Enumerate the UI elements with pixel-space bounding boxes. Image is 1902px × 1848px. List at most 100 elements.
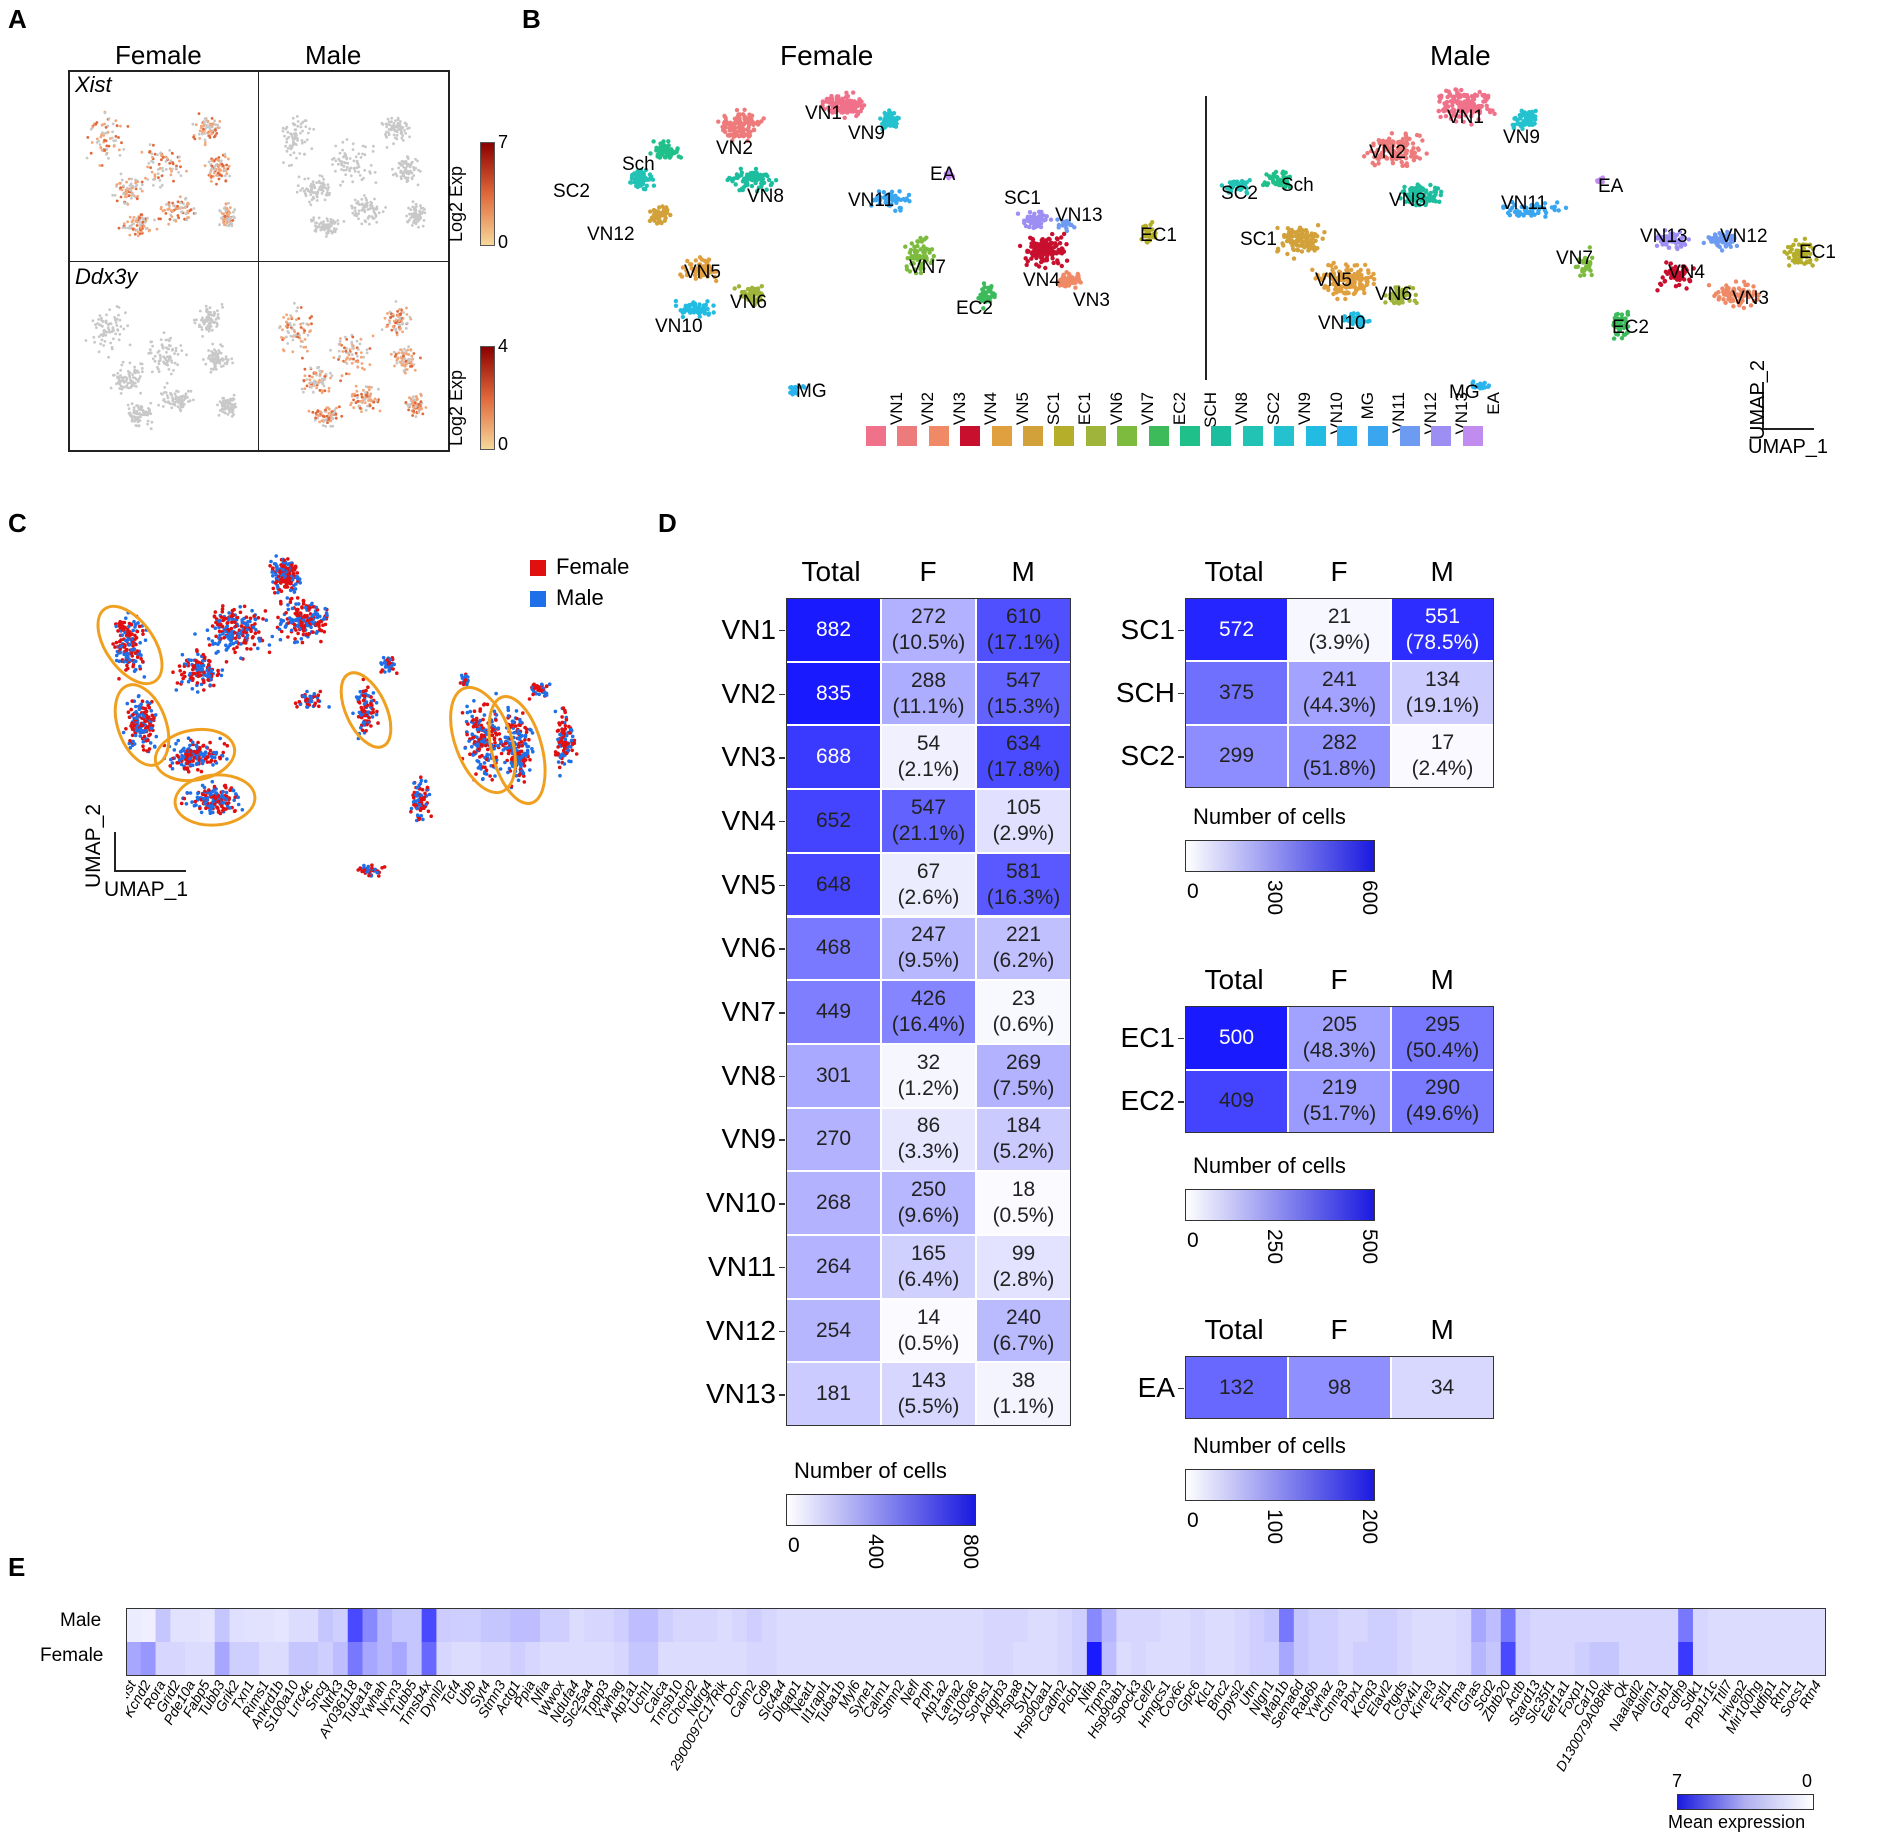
expression-point (133, 365, 136, 369)
expression-point (227, 213, 230, 217)
cluster-point (1791, 251, 1797, 257)
expression-point (232, 393, 236, 397)
expression-point (305, 138, 309, 142)
expression-point (144, 219, 148, 223)
expression-point (103, 111, 107, 115)
expression-point (228, 410, 231, 414)
expression-point (200, 325, 203, 329)
expression-point (112, 329, 115, 332)
expression-point (127, 407, 131, 410)
panel-b-umap (628, 87, 1819, 397)
expression-point (148, 348, 152, 352)
expression-point (367, 388, 371, 392)
expression-point (285, 313, 289, 317)
expression-point (203, 132, 207, 135)
expression-point (332, 356, 336, 359)
cluster-point (833, 103, 838, 108)
expression-point (203, 117, 207, 121)
expression-point (405, 313, 409, 316)
cluster-point (675, 147, 680, 152)
expression-point (324, 186, 328, 190)
expression-point (225, 207, 229, 211)
cluster-point (734, 107, 740, 113)
expression-point (399, 120, 402, 123)
panel-a-scale-1-title: Log2 Exp (446, 165, 466, 242)
expression-point (138, 419, 142, 423)
expression-point (353, 213, 357, 217)
cluster-point (1032, 211, 1037, 216)
cluster-label: MG (796, 381, 827, 402)
expression-point (131, 227, 135, 231)
expression-point (384, 122, 388, 126)
expression-point (225, 172, 229, 175)
cluster-point (643, 167, 649, 173)
cluster-label: VN10 (655, 316, 703, 337)
expression-point (409, 348, 413, 351)
expression-point (403, 160, 407, 164)
expression-point (417, 215, 421, 219)
expression-point (176, 214, 180, 217)
cluster-point (733, 182, 738, 187)
expression-point (166, 396, 170, 400)
expression-point (396, 357, 400, 360)
cluster-point (1713, 291, 1719, 296)
cluster-point (907, 250, 913, 255)
expression-point (282, 316, 285, 319)
expression-point (362, 355, 366, 359)
expression-point (313, 229, 317, 233)
expression-point (188, 399, 192, 403)
cluster-point (657, 155, 663, 160)
expression-point (365, 348, 369, 351)
expression-point (310, 198, 314, 202)
expression-point (360, 202, 364, 206)
expression-point (192, 135, 195, 139)
expression-point (210, 318, 214, 322)
expression-point (216, 123, 220, 127)
expression-point (352, 357, 355, 361)
expression-point (125, 201, 129, 205)
expression-point (223, 214, 227, 218)
cluster-point (756, 185, 762, 190)
expression-point (215, 173, 218, 177)
expression-point (368, 222, 371, 226)
expression-point (357, 165, 361, 169)
expression-point (160, 153, 164, 157)
expression-point (102, 331, 106, 335)
expression-point (293, 123, 297, 127)
cluster-point (751, 293, 756, 298)
expression-point (315, 373, 318, 377)
expression-point (314, 411, 318, 415)
expression-point (210, 132, 214, 136)
cluster-point (1298, 233, 1303, 238)
expression-point (323, 375, 327, 378)
expression-point (177, 216, 180, 220)
expression-point (142, 411, 146, 414)
expression-point (289, 334, 293, 338)
expression-point (284, 127, 288, 131)
legend-swatch (1305, 426, 1326, 446)
expression-point (310, 315, 313, 318)
expression-point (343, 335, 347, 339)
expression-point (324, 424, 327, 428)
expression-point (395, 134, 399, 137)
legend-swatch (1148, 426, 1169, 446)
cluster-point (745, 138, 750, 143)
expression-point (417, 168, 420, 172)
cluster-point (746, 294, 752, 300)
expression-point (369, 164, 373, 167)
cluster-point (1402, 184, 1407, 190)
expression-point (228, 174, 232, 178)
cluster-point (921, 244, 926, 249)
expression-point (172, 179, 175, 183)
cluster-point (692, 273, 698, 278)
cluster-point (673, 298, 679, 304)
cluster-point (1435, 186, 1441, 191)
expression-point (424, 406, 428, 409)
cluster-point (1285, 251, 1290, 257)
cluster-label: VN7 (1556, 248, 1593, 269)
cluster-point (722, 113, 727, 119)
cluster-point (1274, 175, 1280, 180)
expression-point (363, 168, 367, 172)
expression-point (325, 235, 328, 238)
expression-point (315, 181, 319, 184)
